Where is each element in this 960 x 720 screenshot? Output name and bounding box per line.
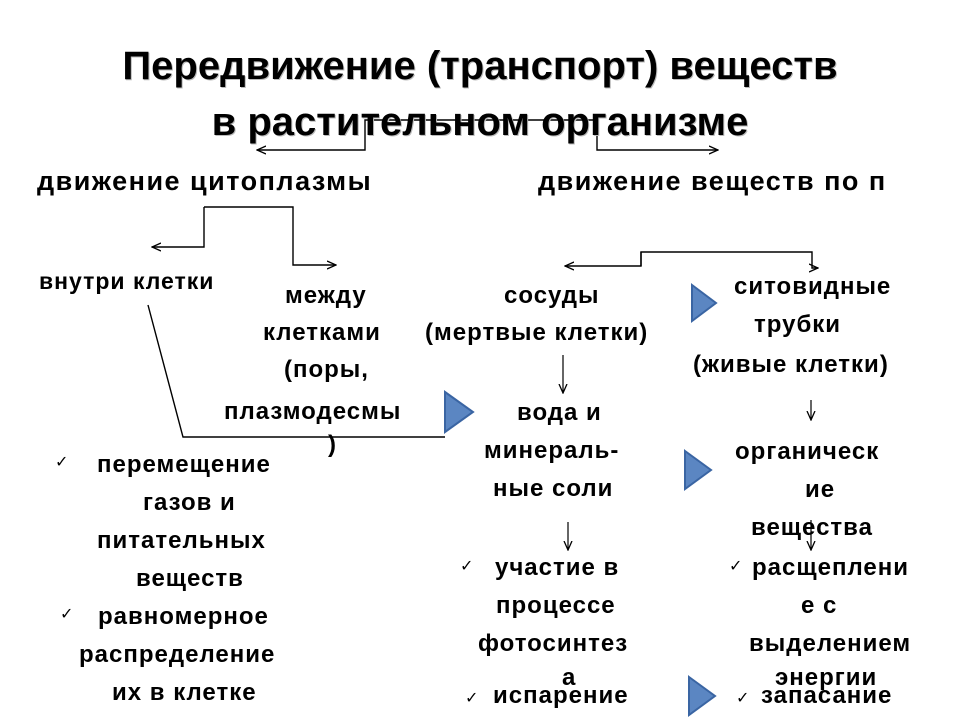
right-triangle-icon	[688, 675, 717, 717]
vessels-content-line: вода и	[517, 399, 602, 426]
cytoplasm-function-line: равномерное	[98, 603, 269, 630]
page-title-line1: Передвижение (транспорт) веществ	[122, 44, 838, 88]
vessels-function-line: участие в	[495, 554, 620, 581]
vessels-label-line: сосуды	[504, 282, 600, 309]
check-icon: ✓	[60, 606, 74, 623]
vessels-content-line: минераль-	[484, 437, 620, 464]
vessels-label-line: (мертвые клетки)	[425, 319, 649, 346]
sieve-label-line: трубки	[754, 311, 842, 338]
sieve-content-line: органическ	[735, 438, 880, 465]
vessels-function-line: испарение	[493, 682, 629, 709]
page-title-line2: в растительном организме	[211, 100, 749, 144]
cytoplasm-function-line: питательных	[97, 527, 266, 554]
branch-cytoplasm: движение цитоплазмы	[37, 166, 373, 196]
sieve-function-line: расщеплени	[752, 554, 909, 581]
sieve-function-line: выделением	[749, 630, 912, 657]
right-triangle-icon	[684, 449, 713, 491]
cytoplasm-function-line: перемещение	[97, 451, 271, 478]
sieve-label-line: (живые клетки)	[693, 351, 889, 378]
vessels-bracket-left	[565, 252, 642, 266]
right-triangle-icon	[444, 390, 475, 434]
right-triangle-icon	[691, 283, 718, 323]
sieve-content-line: ие	[805, 476, 836, 503]
between-cells-line: (поры,	[284, 356, 369, 383]
vessels-function-line: фотосинтез	[478, 630, 629, 657]
between-cells-line: клетками	[263, 319, 381, 346]
vessels-bracket-right	[640, 251, 818, 268]
check-icon: ✓	[729, 558, 743, 575]
inside-cell-label: внутри клетки	[39, 268, 215, 294]
title-bracket-left	[257, 119, 480, 150]
between-cells-line: плазмодесмы	[224, 398, 402, 425]
vessels-content-line: ные соли	[493, 475, 614, 502]
check-icon: ✓	[736, 690, 750, 707]
check-icon: ✓	[460, 558, 474, 575]
vessels-function-line: процессе	[496, 592, 616, 619]
sieve-function-line: запасание	[761, 682, 893, 709]
check-icon: ✓	[55, 454, 69, 471]
sieve-content-line: вещества	[751, 514, 873, 541]
between-cells-line: между	[285, 282, 367, 309]
cytoplasm-function-line: распределение	[79, 641, 276, 668]
sieve-label-line: ситовидные	[734, 273, 892, 300]
sieve-function-line: е с	[801, 592, 838, 619]
between-cells-line: )	[328, 431, 337, 458]
cytoplasm-function-line: их в клетке	[112, 679, 257, 706]
cytoplasm-function-line: веществ	[136, 565, 244, 592]
cytoplasm-function-line: газов и	[143, 489, 236, 516]
vessels-function-line: а	[562, 664, 577, 691]
check-icon: ✓	[465, 690, 479, 707]
branch-vessels: движение веществ по п	[538, 166, 887, 196]
sieve-function-line: энергии	[775, 664, 878, 691]
cytoplasm-bracket-left	[152, 207, 205, 247]
title-bracket-right	[480, 119, 718, 150]
cytoplasm-bracket-right	[204, 206, 336, 265]
inside-cell-connector	[147, 304, 445, 438]
